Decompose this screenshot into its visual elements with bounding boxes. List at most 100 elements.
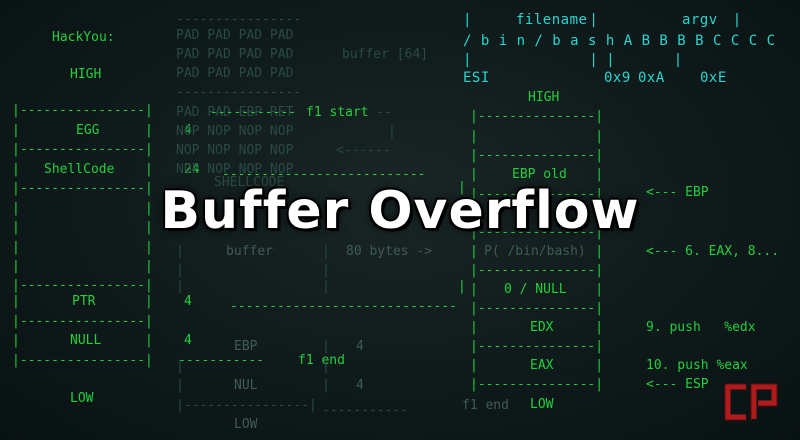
right-stack-wall: | | (470, 129, 604, 144)
page-title: Buffer Overflow (160, 181, 640, 241)
ebp-old-cell: EBP old (512, 167, 567, 182)
argv-header-walls: | | | (463, 12, 742, 28)
left-stack-wall: | | (12, 294, 153, 309)
null-size: 4 (184, 333, 192, 348)
f1-end-arrow: ----------- (178, 353, 265, 368)
left-stack-divider: |----------------| (12, 314, 153, 329)
left-stack-divider: |----------------| (12, 181, 153, 196)
null-cell: 0 / NULL (504, 282, 567, 297)
null-label: NULL (70, 333, 102, 348)
faint-four: 4 (356, 339, 364, 354)
edx-cell: EDX (530, 320, 554, 335)
right-stack-wall: | | (470, 282, 604, 297)
middle-wall: | (322, 339, 330, 354)
argv-string-row: / b i n / b a s h A B B B B C C C C (463, 33, 776, 49)
middle-wall: | (176, 359, 184, 374)
left-stack-bottom-border: |----------------| (12, 353, 153, 368)
middle-rule: |----------------| (176, 398, 317, 413)
left-stack-divider: |----------------| (12, 142, 153, 157)
logo-p-glyph (751, 384, 777, 419)
f1-start-label: f1 start (306, 105, 369, 120)
addr-label: 0xA (638, 70, 665, 86)
right-stack-wall: | | (470, 320, 604, 335)
left-stack-divider: |----------------| (12, 278, 153, 293)
middle-wall: | (322, 263, 330, 278)
ebp-pointer-annotation: <--- EBP (646, 185, 709, 200)
right-low-label: LOW (530, 397, 554, 412)
filename-column-label: filename (516, 12, 588, 28)
buffer-size-label: buffer [64] (342, 47, 429, 62)
middle-rule: -- (376, 105, 392, 120)
right-stack-wall: | | (470, 206, 604, 221)
middle-wall: | (322, 359, 330, 374)
hackyou-label: HackYou: (52, 30, 115, 45)
eax-cell: EAX (530, 358, 554, 373)
addr-label: 0x9 (604, 70, 631, 86)
pad-row: PAD PAD PAD PAD (176, 47, 294, 62)
nul-faint: NUL (234, 378, 258, 393)
right-stack-bottom-border: |---------------| (470, 377, 604, 392)
ptr-size: 4 (184, 294, 192, 309)
f1-end-faint: f1 end (462, 398, 509, 413)
buffer-faint: buffer (226, 244, 273, 259)
shellcode-label: ShellCode (44, 162, 115, 177)
middle-wall: | (322, 378, 330, 393)
nop-row: NOP NOP NOP NOP (176, 143, 294, 158)
left-stack-wall: | | (12, 333, 153, 348)
right-stack-divider: |---------------| (470, 263, 604, 278)
middle-wall: | (322, 279, 330, 294)
right-stack-wall: | | (470, 244, 604, 259)
bin-bash-cell: P( /bin/bash) (484, 244, 586, 259)
right-stack-wall: | | (470, 358, 604, 373)
shellcode-faint: SHELLCODE (214, 175, 285, 190)
nop-row: NOP NOP NOP NOP (176, 124, 294, 139)
right-stack-divider: |---------------| (470, 148, 604, 163)
middle-wall: | (322, 244, 330, 259)
faint-four: 4 (356, 378, 364, 393)
left-stack-wall: | | (12, 240, 153, 255)
left-stack-wall: | | (12, 123, 153, 138)
right-stack-top-border: |---------------| (470, 109, 604, 124)
argv-tick-row: | | | | (463, 52, 683, 68)
egg-label: EGG (76, 123, 100, 138)
left-stack-wall: | | (12, 201, 153, 216)
left-high-label: HIGH (70, 67, 102, 82)
left-low-label: LOW (70, 391, 94, 406)
right-high-label: HIGH (528, 90, 560, 105)
left-stack-wall: | | (12, 162, 153, 177)
right-link-wall: | (458, 180, 466, 195)
argv-column-label: argv (682, 12, 718, 28)
right-stack-divider: |---------------| (470, 339, 604, 354)
f1-start-arrow: ----------- (210, 105, 297, 120)
ptr-arrow: ----------------------------- (230, 299, 457, 314)
bytes-faint: 80 bytes -> (346, 244, 433, 259)
logo-c-glyph (725, 384, 746, 420)
left-stack-wall: | | (12, 220, 153, 235)
middle-wall: | (388, 124, 396, 139)
esi-label: ESI (463, 70, 490, 86)
ebp-faint: EBP (234, 339, 258, 354)
middle-rule: ----------- (322, 403, 409, 418)
right-stack-divider: |---------------| (470, 301, 604, 316)
f1-end-label: f1 end (298, 353, 345, 368)
pad-row: PAD PAD PAD PAD (176, 28, 294, 43)
ptr-label: PTR (72, 294, 96, 309)
addr-label: 0xE (700, 70, 727, 86)
push-eax-annotation: 10. push %eax (646, 358, 748, 373)
egg-size: 4 (184, 123, 192, 138)
nop-row: NOP NOP NOP NOP (176, 162, 294, 177)
middle-wall: | (176, 244, 184, 259)
eax-annotation: <--- 6. EAX, 8... (646, 244, 780, 259)
shellcode-arrow: -------------------------- (222, 167, 426, 182)
right-stack-divider: |---------------| (470, 187, 604, 202)
pad-row: PAD PAD PAD PAD (176, 66, 294, 81)
pad-ebp-ret-row: PAD PAD EBP RET (176, 105, 294, 120)
middle-wall: | (176, 263, 184, 278)
esp-pointer-annotation: <--- ESP (646, 377, 709, 392)
middle-wall: | (176, 378, 184, 393)
push-edx-annotation: 9. push %edx (646, 320, 756, 335)
shellcode-size: 24 (184, 162, 200, 177)
middle-rule: ---------------- (176, 85, 302, 100)
back-arrow: <------ (336, 143, 391, 158)
